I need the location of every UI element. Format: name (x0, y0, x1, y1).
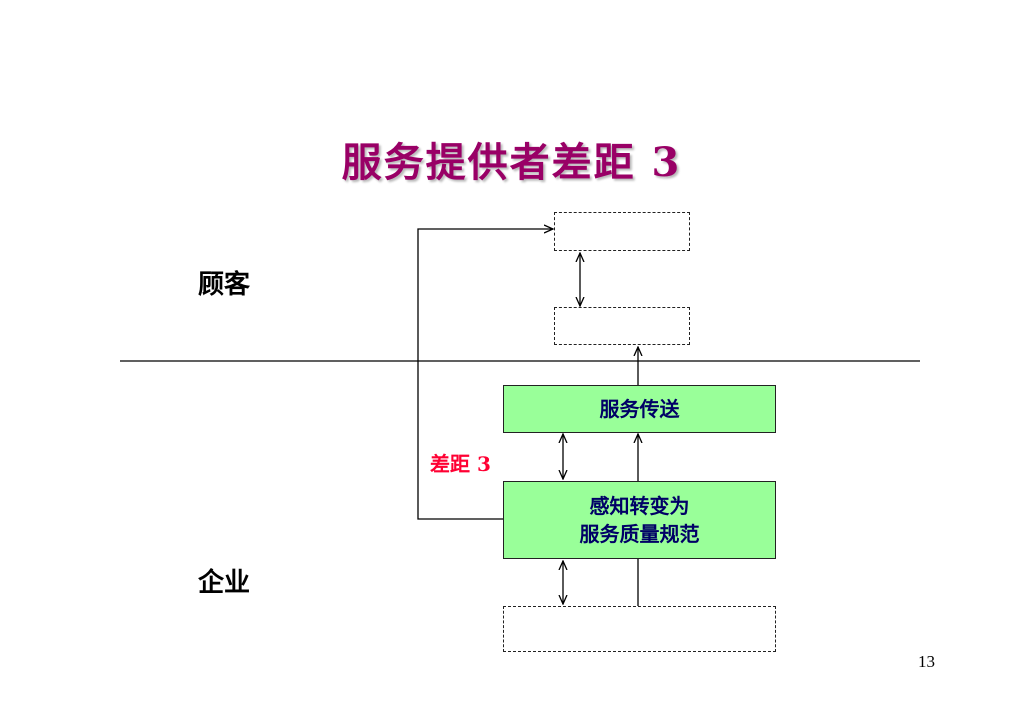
service-delivery-box: 服务传送 (503, 385, 776, 433)
zone-label-customer: 顾客 (198, 270, 251, 300)
gap-feedback-path (417, 229, 553, 520)
perceived-service-box (554, 307, 690, 345)
management-perception-box (503, 606, 776, 652)
service-delivery-label: 服务传送 (599, 397, 680, 421)
gap-3-label: 差距 3 (430, 452, 491, 476)
page-number: 13 (918, 652, 935, 671)
slide-title: 服务提供者差距 3 (341, 139, 682, 186)
zone-label-company: 企业 (198, 568, 251, 598)
perception-to-spec-box: 感知转变为 服务质量规范 (503, 481, 776, 559)
perception-to-spec-label: 感知转变为 服务质量规范 (579, 494, 700, 546)
expected-service-box (554, 212, 690, 251)
